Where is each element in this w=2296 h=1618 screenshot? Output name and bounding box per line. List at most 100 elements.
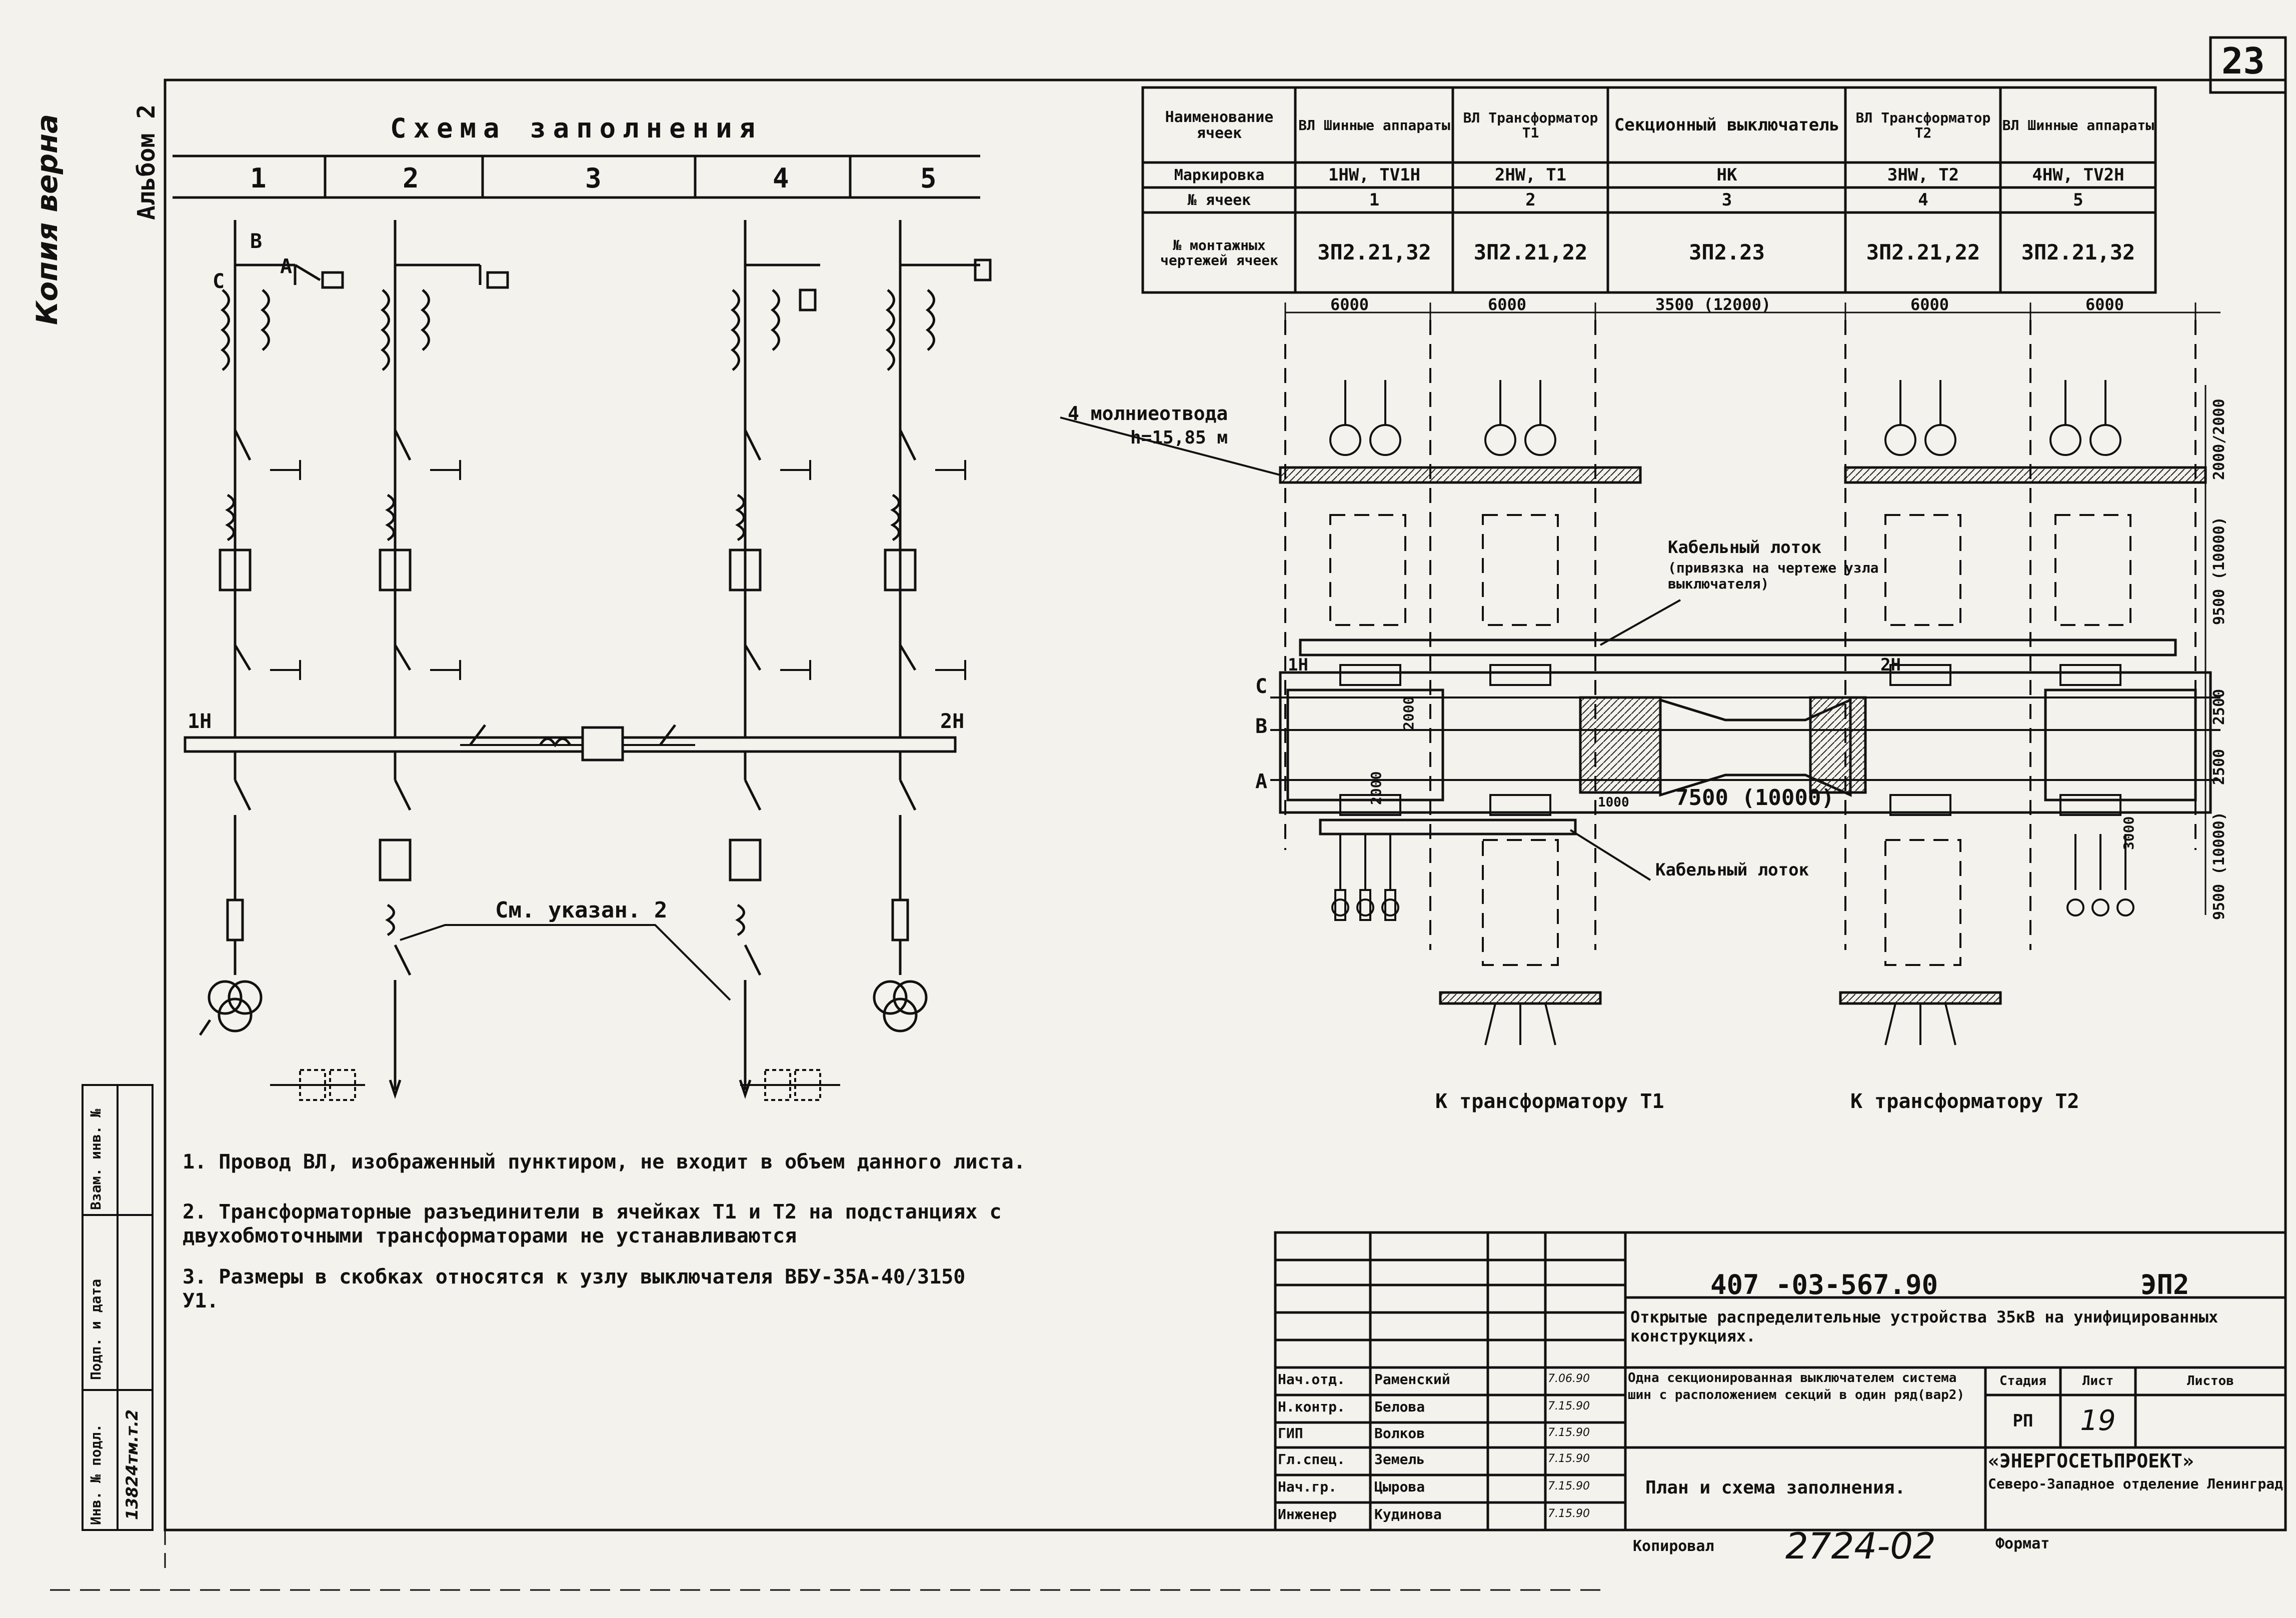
dim-right-3: 2500 (2210, 688, 2228, 725)
dim-inner-3: 7500 (10000) (1675, 785, 1834, 810)
cell-1-num: 1 (1369, 190, 1380, 210)
cable-tray-lower (1319, 818, 1577, 836)
staff-2-date: 7.15.90 (1548, 1426, 1590, 1439)
cell-3-name: Секционный выключатель (1614, 114, 1840, 135)
plan-view (1060, 302, 2220, 1046)
side-inv-value: 13824тм.т.2 (123, 1409, 142, 1520)
org-name: «ЭНЕРГОСЕТЬПРОЕКТ» (1988, 1450, 2194, 1472)
sheets-label: Листов (2187, 1373, 2234, 1388)
bay-4 (729, 220, 820, 1099)
album-label: Альбом 2 (133, 104, 161, 220)
cell-2-name: ВЛ Трансформатор Т1 (1463, 110, 1598, 141)
single-line-schematic (184, 220, 992, 1101)
staff-1-date: 7.15.90 (1548, 1400, 1590, 1412)
plan-to-t2: К трансформатору Т2 (1850, 1090, 2079, 1113)
cell-table-header-name: Наименование ячеек (1165, 108, 1274, 142)
bay-1 (199, 220, 344, 1036)
side-vzam-inv: Взам. инв. № (88, 1108, 104, 1210)
section-breaker (460, 724, 695, 762)
cell-table-grid (1141, 86, 2157, 294)
cell-2-mark: 2HW, T1 (1494, 164, 1567, 185)
sheet-code: ЭП2 (2140, 1269, 2189, 1300)
org-branch: Северо-Западное отделение Ленинград (1988, 1476, 2283, 1492)
portal-beam-left (1279, 466, 1642, 484)
staff-4-date: 7.15.90 (1548, 1480, 1590, 1492)
cell-table-header-num: № ячеек (1187, 191, 1251, 209)
schematic-note-ref: См. указан. 2 (495, 898, 668, 923)
plan-cable-tray-note: (привязка на чертеже узла выключателя) (1668, 560, 1879, 592)
plan-to-t1: К трансформатору Т1 (1435, 1090, 1664, 1113)
note-1: 1. Провод ВЛ, изображенный пунктиром, не… (183, 1150, 1026, 1174)
copied-label: Копировал (1633, 1538, 1714, 1555)
cable-tray-upper (1299, 638, 2177, 656)
plan-phase-a: А (1255, 770, 1268, 793)
sheet-value: 19 (2080, 1404, 2116, 1438)
plan-cable-tray-1: Кабельный лоток (1668, 538, 1822, 558)
page-number-box (2209, 36, 2287, 94)
dim-top-4: 6000 (1910, 295, 1949, 314)
stage-label: Стадия (1999, 1373, 2046, 1388)
lightning-rod-height: h=15,85 м (1130, 428, 1228, 448)
dim-inner-4: 1000 (1598, 795, 1629, 810)
dim-top-2: 6000 (1488, 295, 1527, 314)
bay-2 (379, 220, 509, 1099)
cell-5-num: 5 (2073, 190, 2083, 210)
staff-5-date: 7.15.90 (1548, 1508, 1590, 1520)
dim-inner-5: 3000 (2120, 816, 2137, 850)
cell-3-num: 3 (1721, 190, 1732, 210)
staff-2-name: Волков (1374, 1425, 1425, 1442)
staff-3-name: Земель (1374, 1451, 1425, 1468)
side-inv-podl: Инв. № подл. (88, 1424, 104, 1525)
scheme-col-1: 1 (250, 162, 267, 194)
staff-5-role: Инженер (1278, 1506, 1337, 1522)
staff-0-name: Раменский (1374, 1371, 1450, 1388)
side-stamp-frame (82, 1084, 154, 1531)
dim-right-4: 2500 (2210, 748, 2228, 785)
staff-0-date: 7.06.90 (1548, 1372, 1590, 1385)
copy-verified-stamp: Копия верна (30, 114, 64, 325)
transformer-side-symbols (270, 1069, 840, 1101)
scheme-col-2: 2 (403, 162, 419, 194)
cell-table-header-mark: Маркировка (1174, 166, 1265, 184)
cell-3-mark: HK (1716, 164, 1737, 185)
dim-inner-2: 2000 (1400, 696, 1417, 730)
top-apparatus (1329, 380, 2121, 456)
stage-value: РП (2012, 1410, 2033, 1431)
staff-5-name: Кудинова (1374, 1506, 1442, 1522)
schematic-phase-c: С (213, 270, 225, 293)
cell-5-mark: 4HW, TV2H (2032, 164, 2124, 185)
staff-4-role: Нач.гр. (1278, 1478, 1337, 1495)
cell-table-header-drawings: № монтажных чертежей ячеек (1160, 237, 1278, 268)
doc-title: Открытые распределительные устройства 35… (1630, 1308, 2218, 1346)
scheme-col-4: 4 (773, 162, 789, 194)
cell-4-drawings: 3П2.21,22 (1866, 240, 1980, 265)
dim-inner-1: 2000 (1368, 771, 1384, 805)
dim-right-2: 9500 (10000) (2210, 516, 2228, 625)
outer-frame (164, 78, 2287, 1532)
note-3: 3. Размеры в скобках относятся к узлу вы… (183, 1266, 966, 1312)
side-podp-data: Подп. и дата (88, 1278, 104, 1380)
cell-2-drawings: 3П2.21,22 (1473, 240, 1588, 265)
sheet-name: План и схема заполнения. (1645, 1478, 1906, 1498)
cell-5-name: ВЛ Шинные аппараты (2002, 116, 2154, 134)
cell-4-name: ВЛ Трансформатор Т2 (1855, 110, 1991, 141)
cell-5-drawings: 3П2.21,32 (2021, 240, 2135, 265)
note-pointer (400, 924, 731, 1001)
plan-cable-tray-2: Кабельный лоток (1655, 860, 1809, 880)
grounding-marks (270, 460, 966, 680)
scheme-title: Схема заполнения (390, 112, 763, 144)
copy-number: 2724-02 (1785, 1525, 1936, 1567)
format-label: Формат (1995, 1535, 2050, 1552)
staff-3-date: 7.15.90 (1548, 1452, 1590, 1465)
bus-frame (1279, 671, 2212, 814)
bay-5 (873, 220, 992, 1032)
staff-1-name: Белова (1374, 1398, 1425, 1415)
plan-phase-b: В (1255, 715, 1268, 738)
cell-4-mark: 3HW, T2 (1887, 164, 1959, 185)
page-number: 23 (2221, 40, 2265, 82)
cell-2-num: 2 (1525, 190, 1536, 210)
scheme-col-3: 3 (585, 162, 602, 194)
dim-right-5: 9500 (10000) (2210, 812, 2228, 920)
